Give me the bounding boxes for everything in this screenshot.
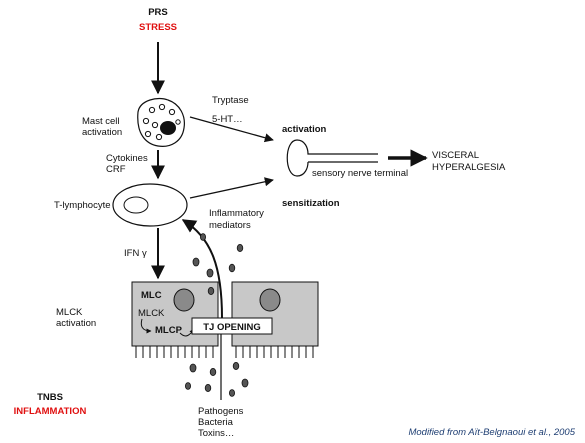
granule [158,103,166,111]
nerve-fiber [296,139,378,177]
pathogens-label: Pathogens [198,406,244,417]
granule [148,106,156,114]
prs-label: PRS [148,7,168,18]
outcome-line2: HYPERALGESIA [432,162,506,173]
mlck-activation-line2: activation [56,318,96,329]
mast-cell-label-line1: Mast cell [82,116,119,127]
mlc-label: MLC [141,290,162,301]
cytokines-label-line1: Cytokines [106,153,148,164]
epithelial-cell-right [231,281,319,347]
granule [144,130,152,138]
tryptase-label: Tryptase [212,95,249,106]
activation-label: activation [282,124,327,135]
citation: Modified from Aït-Belgnaoui et al., 2005 [408,427,575,438]
granule [155,133,163,141]
mlcp-label: MLCP [155,325,183,336]
inflammatory-mediators-arrow [181,219,223,319]
luminal-particles [184,233,249,397]
granule [168,108,176,116]
ifn-label: IFN γ [124,248,147,259]
mlck-activation-line1: MLCK [56,307,83,318]
tj-opening-label: TJ OPENING [203,322,261,333]
tnbs-label: TNBS [37,392,63,403]
sensitization-label: sensitization [282,198,340,209]
toxins-label: Toxins… [198,428,234,439]
bacteria-label: Bacteria [198,417,234,428]
mast-to-nerve-arrow [189,116,274,143]
tcell-to-nerve-arrow [189,177,274,199]
mlck-label: MLCK [138,308,165,319]
granule [175,119,181,125]
t-lymphocyte-nucleus [123,196,149,214]
inflammatory-label-line1: Inflammatory [209,208,264,219]
nerve-terminal-label: sensory nerve terminal [312,168,408,179]
mlck-to-mlcp-arrow [140,318,152,334]
mast-cell-nucleus [160,121,176,135]
serotonin-label: 5-HT… [212,114,243,125]
nerve-terminal-bulb [286,139,298,177]
granule [142,117,150,125]
outcome-line1: VISCERAL [432,150,479,161]
tj-opening-box [191,317,273,335]
t-lymphocyte [112,183,188,227]
inflammatory-label-line2: mediators [209,220,251,231]
inflammation-label: INFLAMMATION [14,406,87,417]
stress-label: STRESS [139,22,177,33]
cytokines-label-line2: CRF [106,164,126,175]
microvilli [135,346,314,358]
epithelial-cell-left [131,281,219,347]
t-lymphocyte-label: T-lymphocyte [54,200,111,211]
granule [151,121,159,129]
mast-cell-label-line2: activation [82,127,122,138]
